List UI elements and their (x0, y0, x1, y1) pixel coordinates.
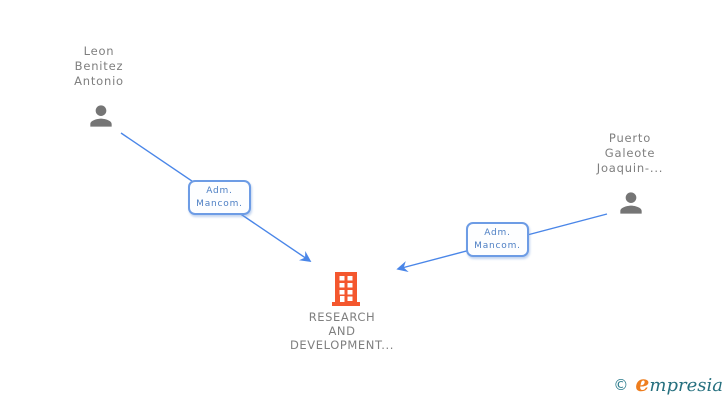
brand-wordmark: empresia (635, 373, 723, 397)
copyright-icon: © (613, 376, 629, 394)
edge-label-right[interactable]: Adm. Mancom. (466, 222, 529, 257)
person-icon-right[interactable] (615, 187, 647, 219)
edge-label-left[interactable]: Adm. Mancom. (188, 180, 251, 215)
person-node-label-right[interactable]: Puerto Galeote Joaquin-... (596, 131, 664, 175)
empresia-logo[interactable]: © empresia (613, 373, 723, 397)
person-node-label-left[interactable]: Leon Benitez Antonio (74, 44, 124, 88)
company-node-label[interactable]: RESEARCH AND DEVELOPMENT... (289, 310, 395, 352)
person-icon-left[interactable] (85, 100, 117, 132)
brand-rest: mpresia (649, 375, 723, 396)
brand-initial: e (635, 371, 650, 397)
company-building-icon[interactable] (330, 270, 362, 308)
